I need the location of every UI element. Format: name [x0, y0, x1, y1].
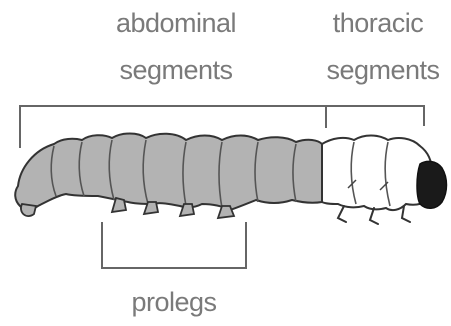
- prolegs-label: prolegs: [104, 287, 244, 317]
- abdominal-segments-label-line2: segments: [96, 55, 256, 85]
- thoracic-bracket: [326, 106, 424, 126]
- thoracic-leg: [338, 206, 346, 222]
- abdominal-segments-label-line1: abdominal: [96, 8, 256, 38]
- thorax-body: [322, 136, 432, 211]
- proleg: [218, 206, 234, 218]
- thoracic-leg: [370, 208, 378, 224]
- thoracic-segments-label-line1: thoracic: [318, 8, 438, 38]
- anal-proleg: [21, 204, 36, 216]
- prolegs-bracket: [102, 222, 246, 268]
- thoracic-leg: [402, 206, 410, 222]
- thoracic-segments-label-line2: segments: [318, 55, 448, 85]
- abdomen-body: [15, 134, 322, 211]
- head-capsule: [417, 161, 447, 208]
